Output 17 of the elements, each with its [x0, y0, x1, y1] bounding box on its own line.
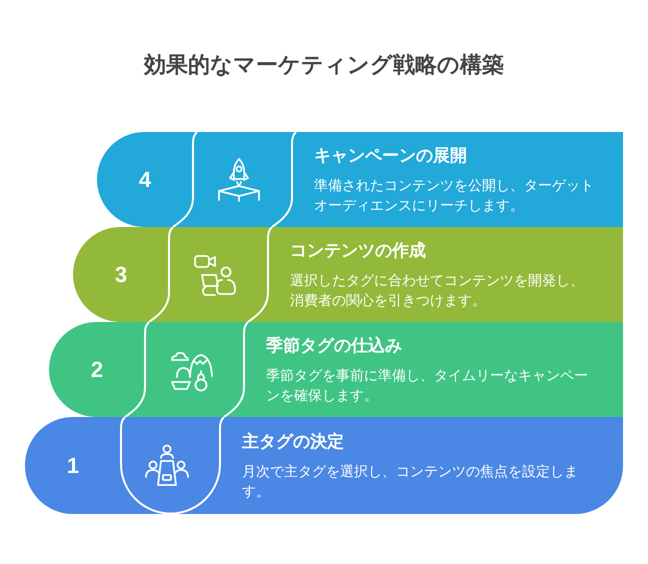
step-number: 4 — [138, 166, 152, 192]
step-description: 選択したタグに合わせてコンテンツを開発し、消費者の関心を引きつけます。 — [290, 271, 585, 310]
step-description: 準備されたコンテンツを公開し、ターゲットオーディエンスにリーチします。 — [314, 176, 594, 215]
diagram-title: 効果的なマーケティング戦略の構築 — [144, 51, 504, 79]
step-band — [73, 227, 623, 322]
step-title: 季節タグの仕込み — [266, 335, 402, 357]
step-number: 3 — [114, 262, 128, 288]
step-title: キャンペーンの展開 — [314, 145, 467, 167]
step-title: 主タグの決定 — [242, 431, 344, 453]
step-title: コンテンツの作成 — [290, 240, 426, 262]
step-band — [25, 417, 623, 514]
step-band — [49, 322, 623, 417]
step-number: 1 — [66, 452, 80, 478]
step-band — [97, 132, 623, 227]
step-description: 季節タグを事前に準備し、タイムリーなキャンペーンを確保します。 — [266, 366, 589, 405]
step-number: 2 — [90, 356, 104, 382]
step-description: 月次で主タグを選択し、コンテンツの焦点を設定します。 — [242, 462, 579, 501]
